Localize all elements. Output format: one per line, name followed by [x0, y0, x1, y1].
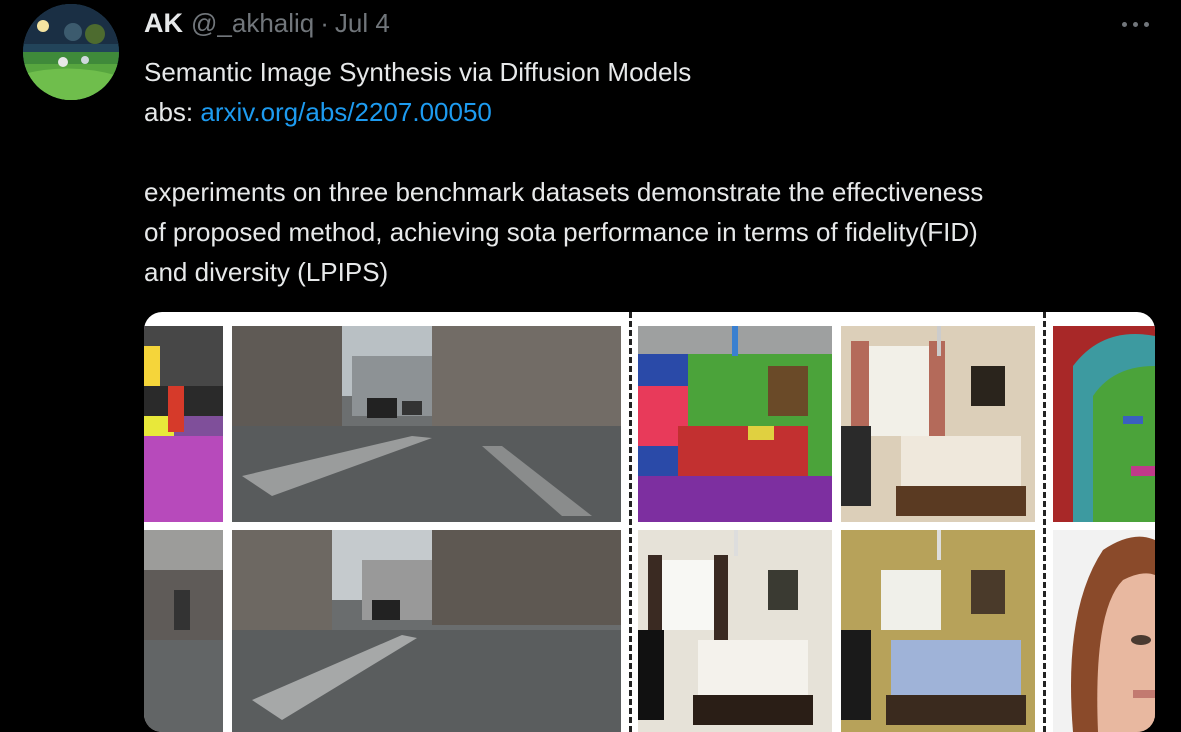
arxiv-link[interactable]: arxiv.org/abs/2207.00050 — [200, 97, 492, 127]
tweet-text: Semantic Image Synthesis via Diffusion M… — [144, 52, 1144, 292]
more-options-icon[interactable] — [1116, 10, 1156, 38]
cityscapes-photo-1 — [232, 326, 621, 522]
divider-2 — [1043, 312, 1046, 732]
abs-prefix: abs: — [144, 97, 201, 127]
avatar[interactable] — [23, 4, 119, 100]
bedroom-segmentation-thumb — [638, 326, 832, 522]
media-image[interactable] — [144, 312, 1155, 732]
cityscapes-segmentation-thumb — [144, 326, 223, 522]
divider-1 — [629, 312, 632, 732]
author-name[interactable]: AK — [144, 8, 183, 38]
bedroom-photo-2 — [638, 530, 832, 732]
timestamp[interactable]: Jul 4 — [334, 8, 390, 38]
abs-line: abs: arxiv.org/abs/2207.00050 — [144, 92, 1144, 132]
body-line-2: of proposed method, achieving sota perfo… — [144, 217, 978, 247]
body-line-1: experiments on three benchmark datasets … — [144, 177, 984, 207]
cityscapes-photo-2 — [232, 530, 621, 732]
avatar-image — [23, 4, 119, 100]
face-segmentation-thumb — [1053, 326, 1155, 522]
tweet-header: AK @_akhaliq · Jul 4 — [144, 8, 390, 42]
author-handle[interactable]: @_akhaliq — [191, 8, 315, 38]
tweet-title-line: Semantic Image Synthesis via Diffusion M… — [144, 57, 692, 87]
face-photo — [1053, 530, 1155, 732]
bedroom-photo-1 — [841, 326, 1035, 522]
bedroom-photo-3 — [841, 530, 1035, 732]
separator-dot: · — [320, 8, 329, 38]
cityscapes-photo-partial — [144, 530, 223, 732]
body-line-3: and diversity (LPIPS) — [144, 257, 389, 287]
